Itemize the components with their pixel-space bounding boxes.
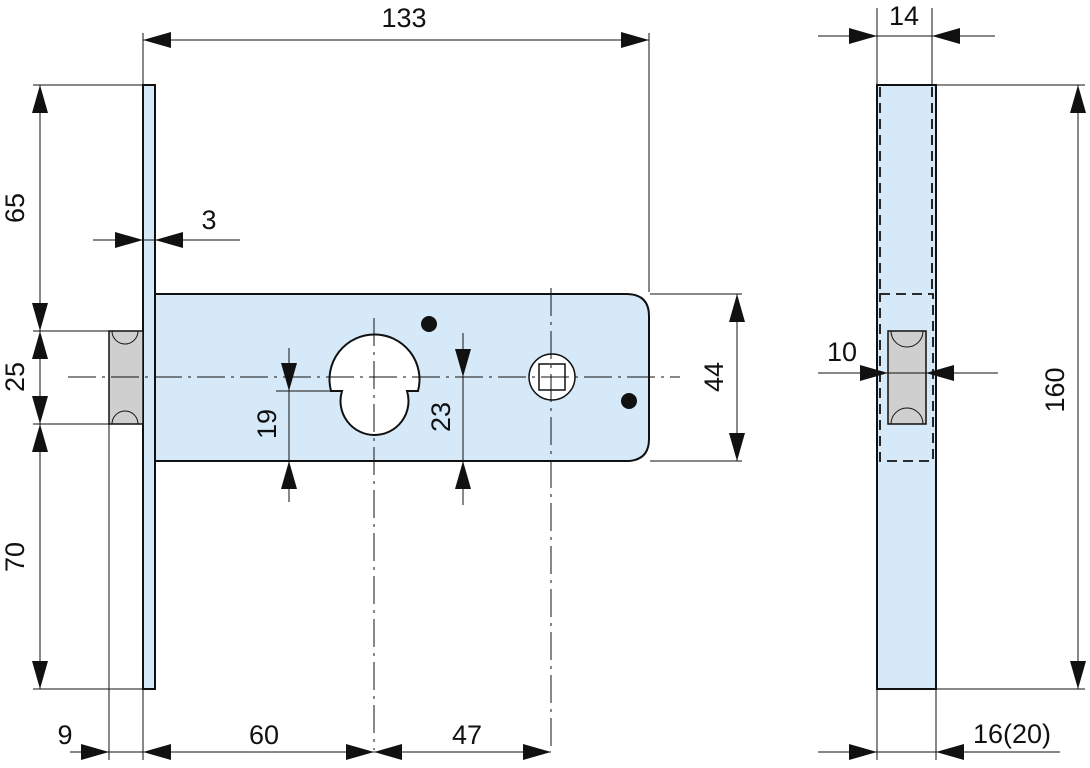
dimension-labels: 133 3 65 25 70 44 19 23 9 60 47 14 160 1…: [0, 1, 1070, 750]
dim-bottom-height: 70: [0, 542, 30, 572]
screw-hole-bottom: [621, 393, 637, 409]
dim-door-thickness: 16(20): [973, 719, 1051, 749]
screw-hole-top: [421, 316, 437, 332]
dim-case-height: 44: [699, 362, 729, 392]
front-view: [68, 84, 680, 750]
face-plate: [142, 84, 156, 690]
dim-plate-length: 160: [1040, 367, 1070, 412]
dimension-lines: [32, 32, 745, 760]
dim-center-distance: 47: [452, 720, 482, 750]
dim-cylinder-hole: 19: [252, 409, 282, 439]
side-latch: [887, 330, 927, 425]
dim-spindle-offset: 23: [426, 402, 456, 432]
side-dimension-lines: [818, 28, 1086, 760]
dim-plate-thickness: 3: [201, 205, 216, 235]
dim-top-height: 65: [0, 193, 30, 223]
dim-latch-width: 10: [827, 337, 857, 367]
hidden-case-outline: [879, 293, 934, 462]
dim-side-width: 14: [889, 1, 919, 31]
dim-plate-offset: 9: [57, 720, 72, 750]
side-view: [876, 84, 937, 690]
side-extension-lines: [818, 8, 1085, 760]
dim-overall-length: 133: [381, 3, 426, 33]
dim-latch-height: 25: [0, 362, 30, 392]
dim-backset: 60: [249, 720, 279, 750]
